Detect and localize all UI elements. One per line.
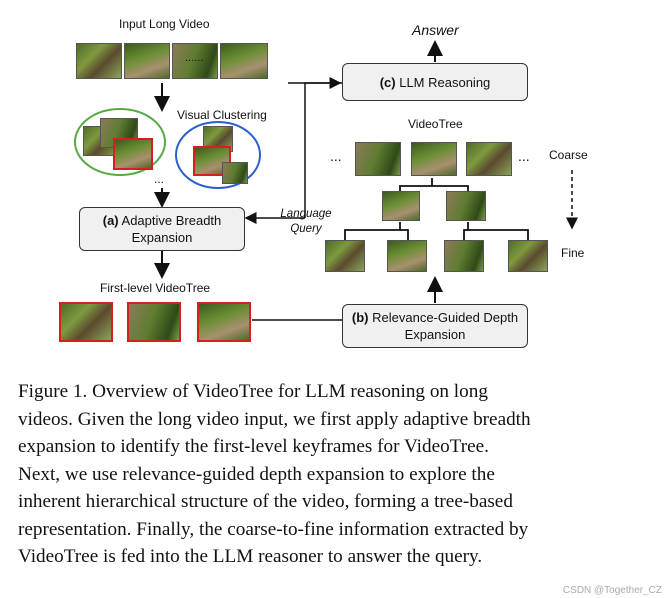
fine-frame-2	[387, 240, 427, 272]
tree-dots-left: ...	[330, 148, 342, 164]
input-frame-1	[76, 43, 122, 79]
tree-edge-6	[463, 222, 469, 240]
input-frame-4	[220, 43, 268, 79]
clusters-dots: ...	[154, 172, 165, 186]
diagram-connectors	[74, 40, 578, 321]
input-frame-3	[172, 43, 218, 79]
fine-frame-1	[325, 240, 365, 272]
caption-line-3: expansion to identify the first-level ke…	[18, 436, 489, 457]
coarse-frame-1	[355, 142, 401, 176]
watermark: CSDN @Together_CZ	[562, 585, 662, 596]
caption-line-6: representation. Finally, the coarse-to-f…	[18, 518, 529, 540]
middle-frame-1	[382, 191, 420, 221]
fine-frame-4	[508, 240, 548, 272]
videotree-label: VideoTree	[408, 117, 463, 131]
breadth-box-prefix: (a)	[102, 213, 119, 228]
middle-frame-2	[446, 191, 486, 221]
caption-line-1: Figure 1. Overview of VideoTree for LLM …	[18, 381, 488, 402]
cluster2-frame-highlight	[193, 146, 231, 176]
coarse-frame-3	[466, 142, 512, 176]
cluster1-frame-highlight	[113, 138, 153, 170]
input-frame-2	[124, 43, 170, 79]
figure-caption: Figure 1. Overview of VideoTree for LLM …	[18, 378, 650, 571]
tree-edge-2	[399, 185, 432, 192]
tree-edge-7	[468, 229, 529, 240]
language-query-label: Language Query	[280, 208, 332, 235]
coarse-frame-2	[411, 142, 457, 176]
answer-label: Answer	[412, 22, 459, 38]
reasoning-box-prefix: (c)	[379, 74, 396, 90]
first-level-frame-1	[59, 302, 113, 342]
depth-box-text: Relevance-Guided Depth Expansion	[372, 310, 519, 342]
cluster-green-ellipse	[74, 108, 166, 176]
tree-dots-right: ...	[518, 148, 530, 164]
relevance-guided-depth-expansion-box: (b) Relevance-Guided Depth Expansion	[342, 304, 528, 348]
caption-line-5: inherent hierarchical structure of the v…	[18, 491, 513, 512]
fine-frame-3	[444, 240, 484, 272]
caption-line-4: Next, we use relevance-guided depth expa…	[18, 463, 495, 485]
llm-reasoning-box: (c) LLM Reasoning	[342, 63, 528, 101]
input-long-video-label: Input Long Video	[119, 17, 210, 31]
fine-label: Fine	[561, 246, 585, 260]
coarse-label: Coarse	[549, 148, 588, 162]
tree-edge-3	[432, 185, 469, 192]
caption-line-2: videos. Given the long video input, we f…	[18, 408, 531, 430]
caption-line-7: VideoTree is fed into the LLM reasoner t…	[18, 546, 483, 567]
reasoning-box-text: LLM Reasoning	[399, 74, 491, 90]
first-level-frame-3	[197, 302, 251, 342]
cluster2-frame-2	[222, 162, 248, 184]
visual-clustering-label: Visual Clustering	[177, 108, 267, 122]
input-dots: ......	[185, 52, 204, 64]
depth-box-prefix: (b)	[351, 310, 369, 325]
first-level-videotree-label: First-level VideoTree	[100, 281, 211, 295]
breadth-box-text: Adaptive Breadth Expansion	[121, 213, 222, 245]
tree-edge-5	[400, 229, 409, 240]
adaptive-breadth-expansion-box: (a) Adaptive Breadth Expansion	[79, 207, 245, 251]
tree-edge-4	[344, 222, 401, 240]
first-level-frame-2	[127, 302, 181, 342]
cluster-blue-ellipse	[175, 121, 261, 189]
